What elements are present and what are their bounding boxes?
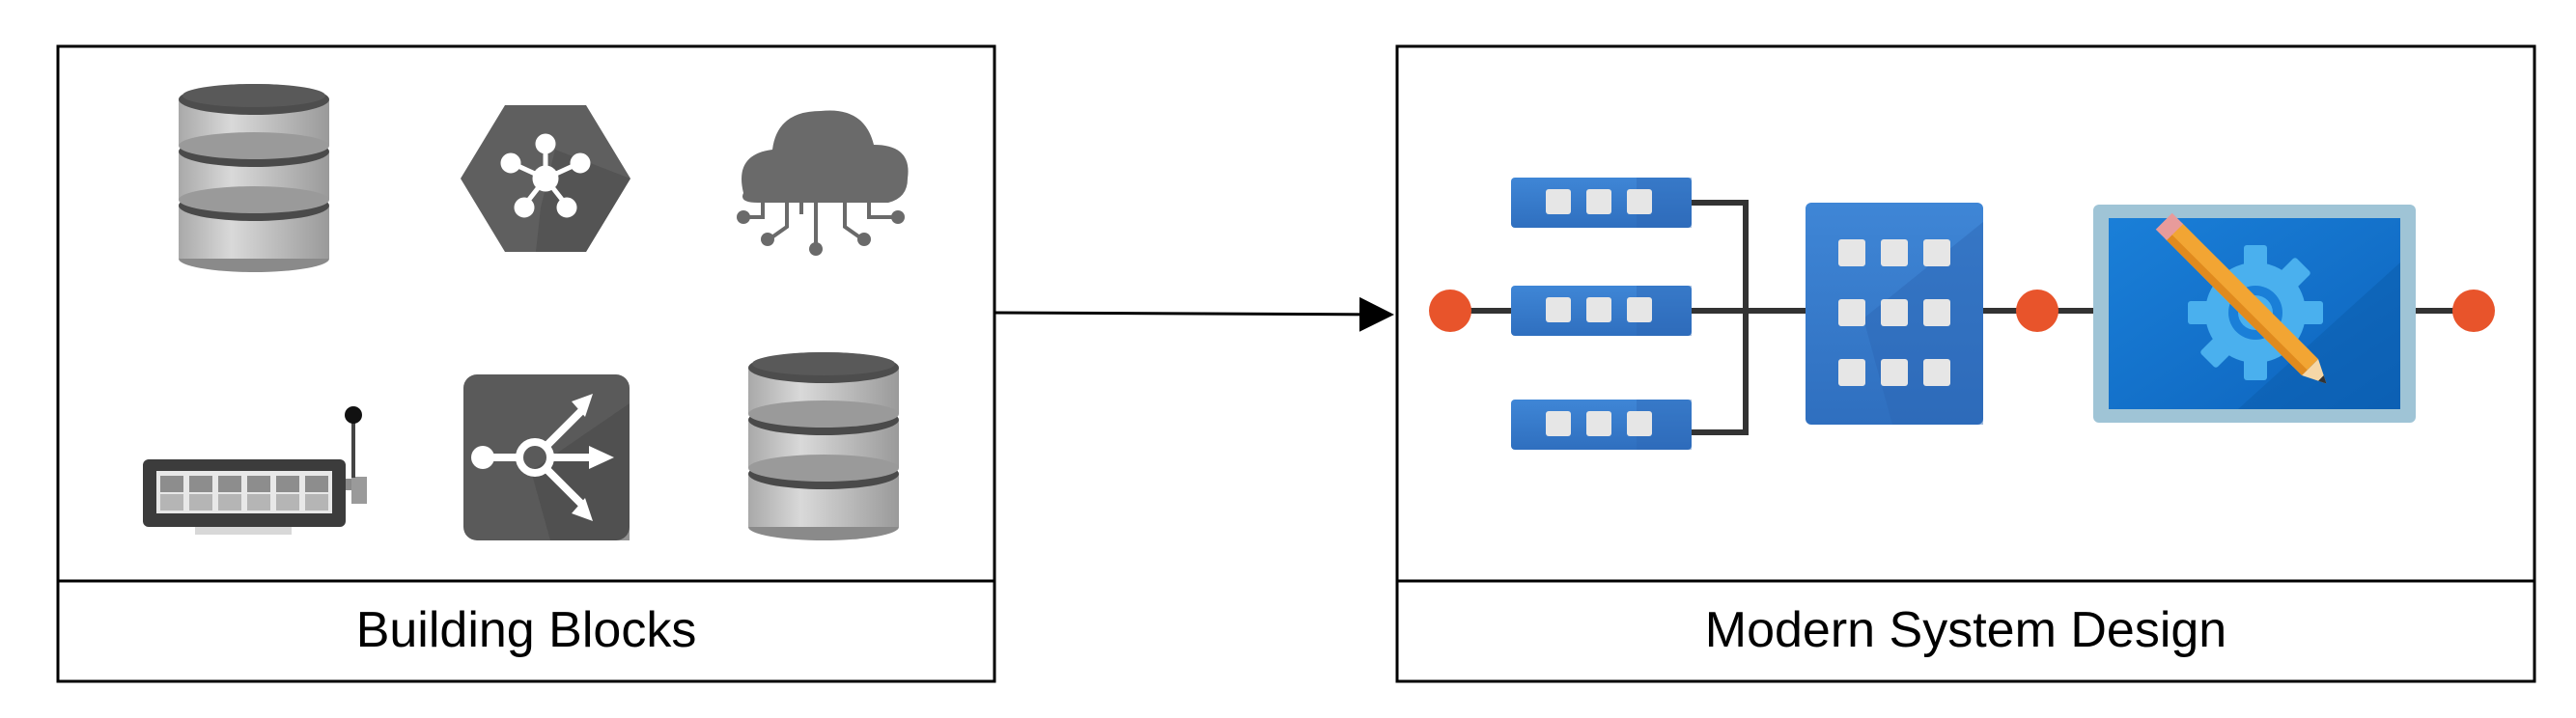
cloud-network-icon [737, 110, 909, 256]
queue-icon [1511, 178, 1692, 228]
output-node [2452, 290, 2495, 332]
database-icon [748, 352, 899, 540]
load-generator-icon [143, 406, 367, 535]
hub-network-icon [461, 105, 630, 252]
building-blocks-label: Building Blocks [356, 602, 697, 658]
load-balancer-icon [463, 374, 630, 540]
modern-system-design-panel: Modern System Design [1395, 44, 2536, 683]
connector-arrow [994, 296, 1394, 332]
database-icon [179, 84, 329, 272]
server-rack-icon [1806, 203, 1983, 425]
queue-icon [1511, 400, 1692, 450]
input-node [1429, 290, 1471, 332]
queue-icon [1511, 286, 1692, 336]
design-settings-icon [2093, 205, 2416, 423]
middle-node [2016, 290, 2058, 332]
building-blocks-panel: Building Blocks [56, 44, 996, 683]
modern-system-design-label: Modern System Design [1705, 602, 2226, 658]
